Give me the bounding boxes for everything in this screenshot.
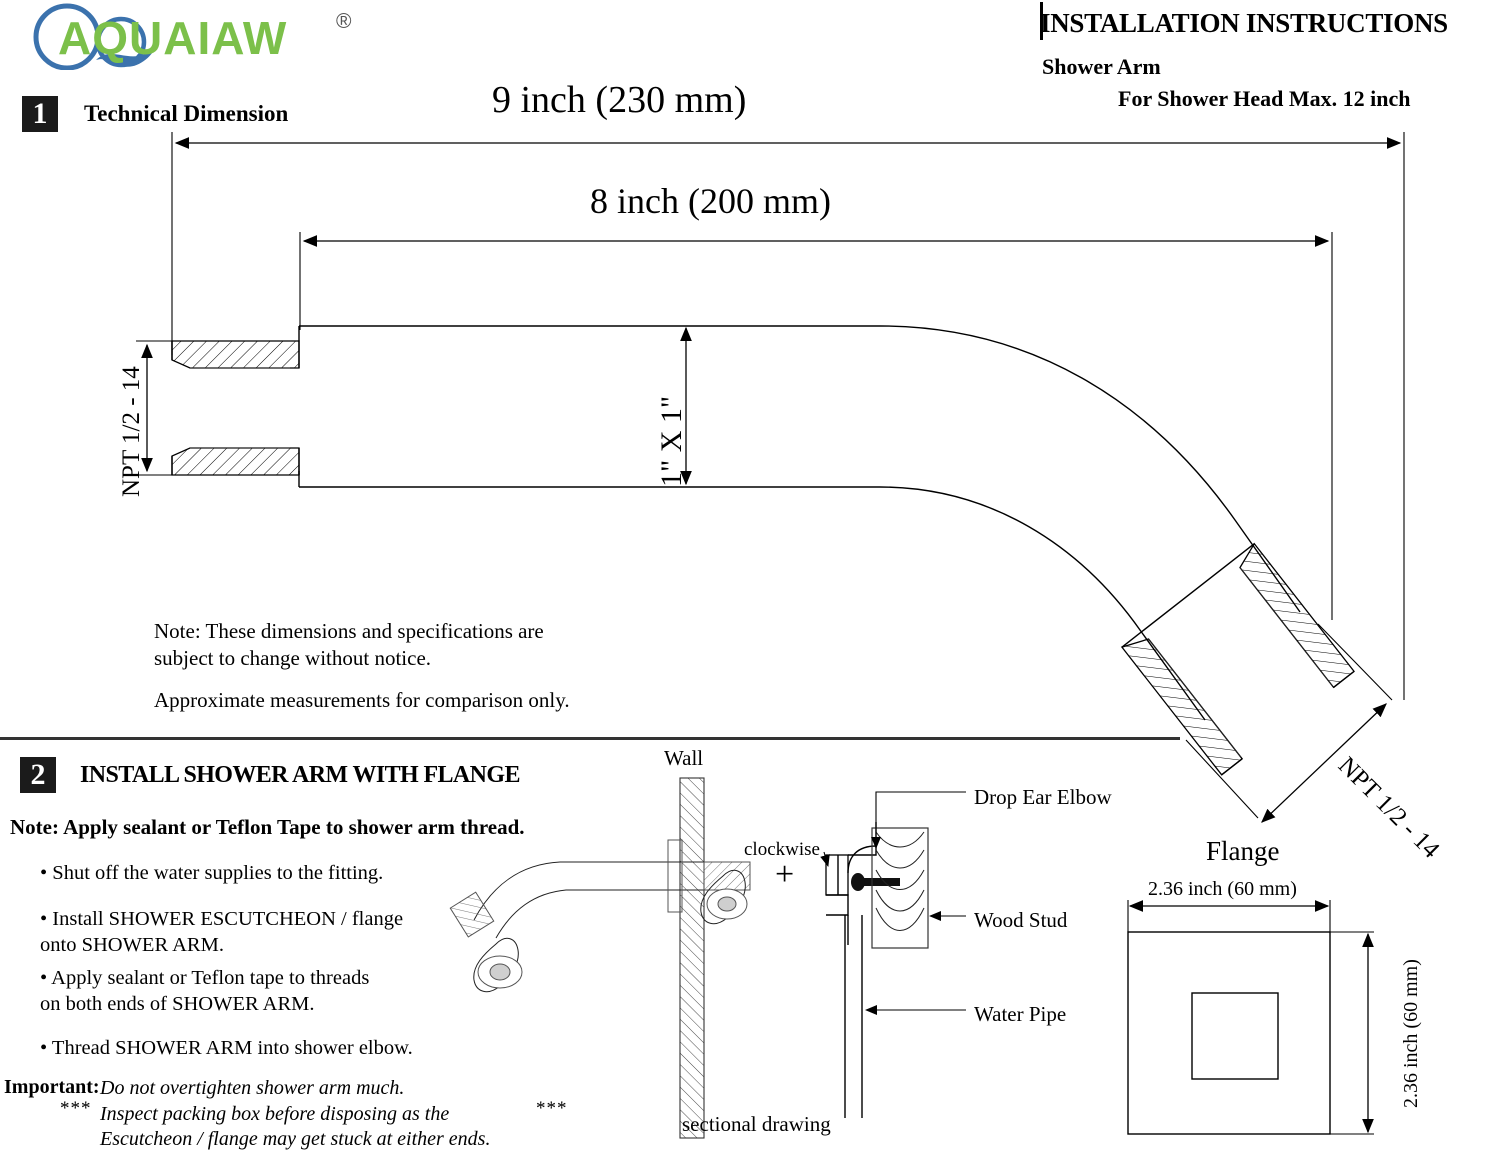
plus-symbol: + — [775, 856, 795, 893]
clockwise-leader — [820, 851, 830, 868]
logo-wordmark: AQUAIAW — [58, 12, 287, 64]
page-title: INSTALLATION INSTRUCTIONS — [1040, 8, 1448, 38]
caption-sectional-drawing: sectional drawing — [682, 1112, 831, 1136]
important-text: Do not overtighten shower arm much. Insp… — [100, 1077, 491, 1150]
important-label: Important: — [4, 1076, 100, 1098]
step-2-title: INSTALL SHOWER ARM WITH FLANGE — [80, 762, 520, 788]
disclaimer-note-line-1: Note: These dimensions and specification… — [154, 619, 544, 643]
label-water-pipe: Water Pipe — [974, 1002, 1067, 1026]
flange-height-label: 2.36 inch (60 mm) — [1400, 959, 1422, 1108]
escutcheon-part-left — [473, 937, 523, 993]
logo-registered-mark: ® — [336, 10, 352, 33]
step-1-title: Technical Dimension — [84, 101, 289, 126]
outlet-thread-section — [1120, 542, 1355, 776]
brand-logo: AQUAIAW ® — [18, 2, 378, 70]
stars-right: *** — [536, 1098, 568, 1119]
dimension-body-label: 8 inch (200 mm) — [590, 181, 831, 221]
dimension-line-overall — [171, 132, 1405, 700]
dimension-line-body — [299, 232, 1333, 620]
disclaimer-note-line-2: subject to change without notice. — [154, 646, 432, 670]
product-spec: For Shower Head Max. 12 inch — [1118, 86, 1411, 111]
stars-left: *** — [60, 1098, 92, 1119]
wall-section — [679, 777, 705, 1139]
logo-wave — [96, 43, 158, 67]
label-wall: Wall — [664, 746, 704, 770]
section-divider — [0, 737, 1180, 740]
dimension-overall-label: 9 inch (230 mm) — [492, 79, 747, 121]
label-clockwise: clockwise — [744, 839, 820, 860]
label-flange: Flange — [1206, 836, 1280, 866]
label-wood-stud: Wood Stud — [974, 908, 1068, 932]
flange-width-label: 2.36 inch (60 mm) — [1148, 878, 1297, 900]
label-drop-ear-elbow: Drop Ear Elbow — [974, 785, 1112, 809]
sealant-note: Note: Apply sealant or Teflon Tape to sh… — [10, 815, 525, 839]
step-2-badge: 2 — [20, 757, 56, 793]
shower-arm-profile — [298, 325, 1301, 721]
disclaimer-note: Note: These dimensions and specification… — [154, 618, 544, 672]
dimension-line-outlet-thread — [1185, 623, 1393, 823]
inlet-thread-section — [171, 340, 300, 476]
leader-lines — [864, 791, 966, 1015]
list-item: • Thread SHOWER ARM into shower elbow. — [40, 1037, 413, 1059]
step-1-badge: 1 — [22, 96, 58, 132]
list-item: • Apply sealant or Teflon tape to thread… — [40, 967, 370, 1015]
wood-stud — [871, 827, 929, 949]
list-item: • Install SHOWER ESCUTCHEON / flange ont… — [40, 908, 404, 956]
drop-ear-elbow — [825, 822, 900, 1118]
product-name: Shower Arm — [1042, 54, 1161, 79]
header-accent-bar — [1040, 2, 1043, 40]
installed-shower-arm — [449, 839, 751, 993]
list-item: • Shut off the water supplies to the fit… — [40, 862, 384, 884]
escutcheon-part-right — [700, 869, 748, 925]
flange-drawing — [1127, 900, 1374, 1135]
approximate-note: Approximate measurements for comparison … — [154, 688, 570, 712]
